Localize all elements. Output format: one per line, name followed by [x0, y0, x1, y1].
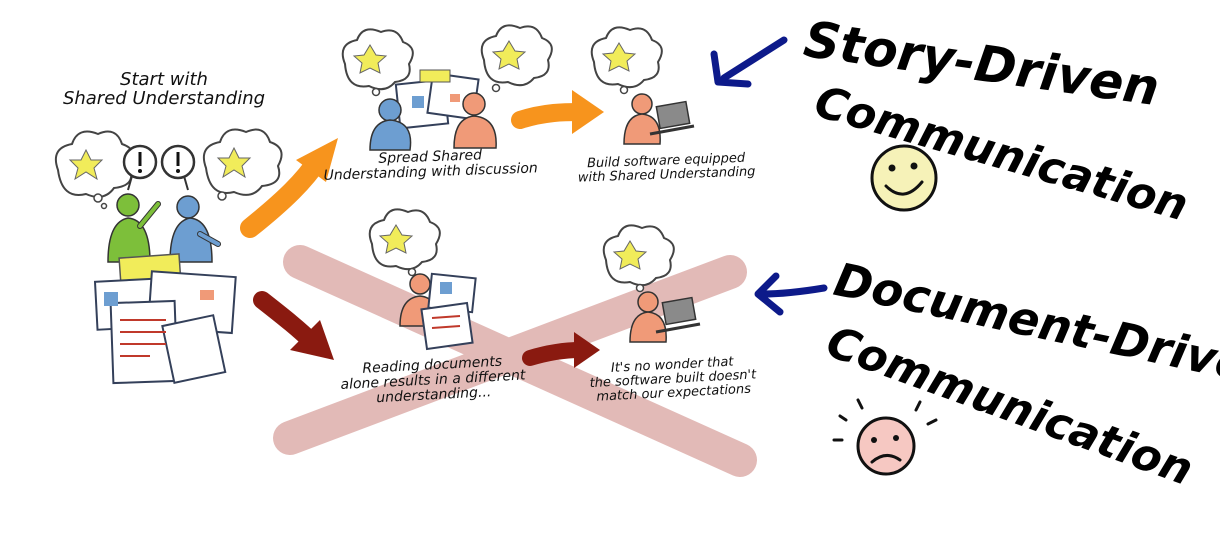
- story-step-arrow: [511, 90, 604, 134]
- document-build-scene: [602, 224, 701, 343]
- story-pointer-arrow: [710, 36, 788, 88]
- person-green-icon: [107, 193, 161, 263]
- person-blue-icon: [169, 195, 221, 263]
- document-path-arrow: [253, 291, 334, 360]
- start-label-line-1: Start with: [120, 69, 208, 90]
- thought-bubble-star-icon: [54, 130, 135, 210]
- reading-scene: [368, 208, 477, 351]
- start-label-line-2: Shared Understanding: [62, 88, 266, 110]
- story-path-arrow: [240, 138, 338, 238]
- exclamation-bubble-icon: [160, 144, 196, 191]
- document-step-arrow: [522, 332, 600, 368]
- exclamation-bubble-icon: [122, 144, 158, 191]
- build-scene: [590, 26, 695, 145]
- starting-group: [54, 128, 283, 385]
- document-stack-icon: [93, 253, 237, 385]
- discussion-scene: [341, 24, 553, 151]
- start-label: Start with Shared Understanding: [54, 70, 274, 109]
- document-pointer-arrow: [754, 272, 828, 316]
- sad-face-icon: [832, 398, 938, 476]
- happy-face-icon: [870, 144, 938, 212]
- thought-bubble-star-icon: [202, 128, 283, 201]
